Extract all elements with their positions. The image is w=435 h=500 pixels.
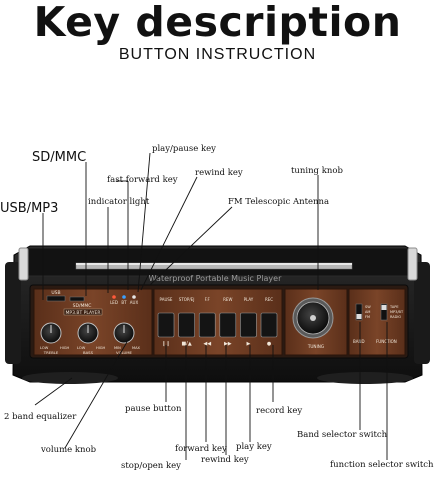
function-option-tape: TAPE [389,305,399,309]
leader-lines [34,152,388,460]
band-option-fm: FM [365,315,370,319]
volume-knob-callout: volume knob [41,445,97,455]
rewind-key-bottom-callout: rewind key [201,455,249,465]
stop-eject-key[interactable] [178,312,195,338]
band-label: BAND [353,339,365,344]
stop-open-key-callout: stop/open key [121,461,181,471]
treble-high-label: HIGH [60,346,70,350]
stop-eject-key-symbol: ■/▲ [181,341,191,347]
treble-caption: TREBLE [43,350,59,355]
play-key-callout: play key [236,442,272,452]
rewind-key-top-callout: rewind key [195,168,243,178]
fm-antenna[interactable] [75,262,353,270]
band-selector-switch[interactable] [356,314,362,319]
function-label: FUNCTION [376,339,397,344]
tuning-knob-callout: tuning knob [291,166,343,176]
aux-label: AUX [130,300,139,305]
play-key-label: PLAY [244,297,254,302]
function-option-mp3bt: MP3/BT [390,310,404,314]
tuning-caption: TUNING [307,344,324,349]
page-subtitle: BUTTON INSTRUCTION [118,46,317,63]
tuning-knob[interactable] [296,301,330,335]
bass-low-label: LOW [77,346,86,350]
sd-slot[interactable] [69,296,85,302]
bt-label: BT [121,300,127,305]
pause-key-symbol: ❙❙ [162,341,170,347]
stop-eject-key-label: STOP/EJ [179,297,195,302]
usb-port-label: USB [51,290,60,296]
pause-key[interactable] [157,312,175,338]
sd-mmc-callout: SD/MMC [32,150,87,165]
fast-forward-key-symbol: ◀◀ [203,341,211,347]
volume-caption: VOLUME [116,350,133,355]
treble-low-label: LOW [40,346,49,350]
sd-slot-label: SD/MMC [73,303,92,309]
function-selector-switch[interactable] [381,305,387,310]
switches-panel: SW AM FM TAPE MP3/BT RADIO BAND FUNCTION [348,288,406,356]
page-title: Key description [33,0,402,46]
record-key-callout: record key [256,406,303,416]
bt-indicator [122,295,126,299]
fm-antenna-callout: FM Telescopic Antenna [228,197,330,207]
function-option-radio: RADIO [390,315,401,319]
usb-mp3-callout: USB/MP3 [0,201,59,216]
play-key-symbol: ▶ [246,341,250,347]
play-pause-key-callout: play/pause key [152,144,216,154]
indicator-light-callout: indicator light [88,197,150,207]
rewind-key[interactable] [219,312,237,338]
fast-forward-key-top-callout: fast forward key [107,175,178,185]
record-key[interactable] [260,312,278,338]
pause-button-callout: pause button [125,404,182,414]
player-label: MP3.BT PLAYER [66,310,101,316]
left-control-panel: USB SD/MMC MP3.BT PLAYER LED BT AUX LOW … [33,288,153,356]
forward-key-callout: forward key [175,444,227,454]
function-selector-switch-callout: function selector switch [330,460,434,470]
rewind-key-symbol: ▶▶ [224,341,232,347]
rewind-key-label: REW [223,297,232,302]
band-option-sw: SW [365,305,371,309]
volume-min-label: MIN [114,346,121,350]
play-key[interactable] [240,312,257,338]
band-selector-switch-callout: Band selector switch [297,430,388,440]
bass-caption: BASS [83,350,94,355]
bass-high-label: HIGH [96,346,106,350]
record-key-label: REC [265,297,273,302]
led-label: LED [110,300,118,305]
tuning-panel: TUNING [284,288,348,356]
tape-keys-panel: PAUSE ❙❙ STOP/EJ ■/▲ F.F ◀◀ REW ▶▶ PLAY ▶ REC ● [153,288,283,356]
volume-knob[interactable] [113,322,135,344]
usb-port[interactable] [46,295,66,302]
bass-knob[interactable] [77,322,99,344]
aux-indicator [132,295,136,299]
volume-max-label: MAX [132,346,141,350]
two-band-equalizer-callout: 2 band equalizer [4,412,77,422]
led-indicator [112,295,116,299]
antenna-embossed-text: Waterproof Portable Music Player [149,274,282,283]
fast-forward-key[interactable] [198,312,216,338]
record-key-symbol: ● [267,341,272,347]
treble-knob[interactable] [40,322,62,344]
band-option-am: AM [365,310,370,314]
fast-forward-key-label: F.F [205,297,211,302]
pause-key-label: PAUSE [160,297,173,302]
